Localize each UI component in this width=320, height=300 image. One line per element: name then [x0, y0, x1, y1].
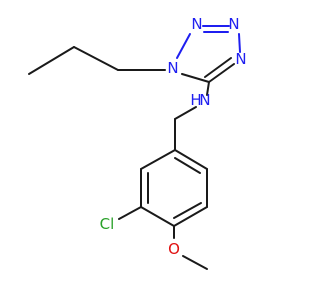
bond-benzene-c3-c4 [140, 206, 175, 227]
bond-nh-ch2 [174, 106, 197, 120]
bond-benzene-c4-c5 [173, 206, 208, 227]
bond-tetrazole-n4-c5 [208, 63, 235, 83]
atom-label-chlorine: Cl [100, 215, 115, 233]
atom-label-n4: N [235, 50, 246, 68]
atom-label-amine-n: N [199, 91, 210, 109]
bond-tetrazole-n3-n4 [238, 33, 241, 53]
bond-tetrazole-c5-n1 [181, 73, 210, 83]
atom-label-n1: N [167, 59, 178, 77]
bond-tetrazole-n4-c5-double [204, 57, 232, 78]
bond-propyl-ch2-ch2 [73, 46, 119, 71]
atom-label-oxygen: O [168, 240, 180, 258]
bond-benzene-c4-c5-inner [173, 202, 202, 219]
bond-o-ch3 [182, 255, 208, 270]
atom-label-amine-h: H [190, 91, 201, 109]
atom-label-n3: N [228, 15, 239, 33]
bond-benzene-c1-c2 [140, 149, 176, 170]
bond-c5-nh [206, 81, 210, 96]
molecule-structure-diagram: N N N N N H Cl O [28, 15, 247, 270]
bond-tetrazole-n1-n2 [176, 33, 191, 59]
bond-benzene-c6-c1 [174, 149, 208, 170]
bond-propyl-ch3-ch2 [28, 46, 75, 75]
bond-c3-cl [118, 206, 142, 220]
bond-benzene-c6-c1-inner [174, 157, 201, 174]
atom-label-n2: N [191, 15, 202, 33]
